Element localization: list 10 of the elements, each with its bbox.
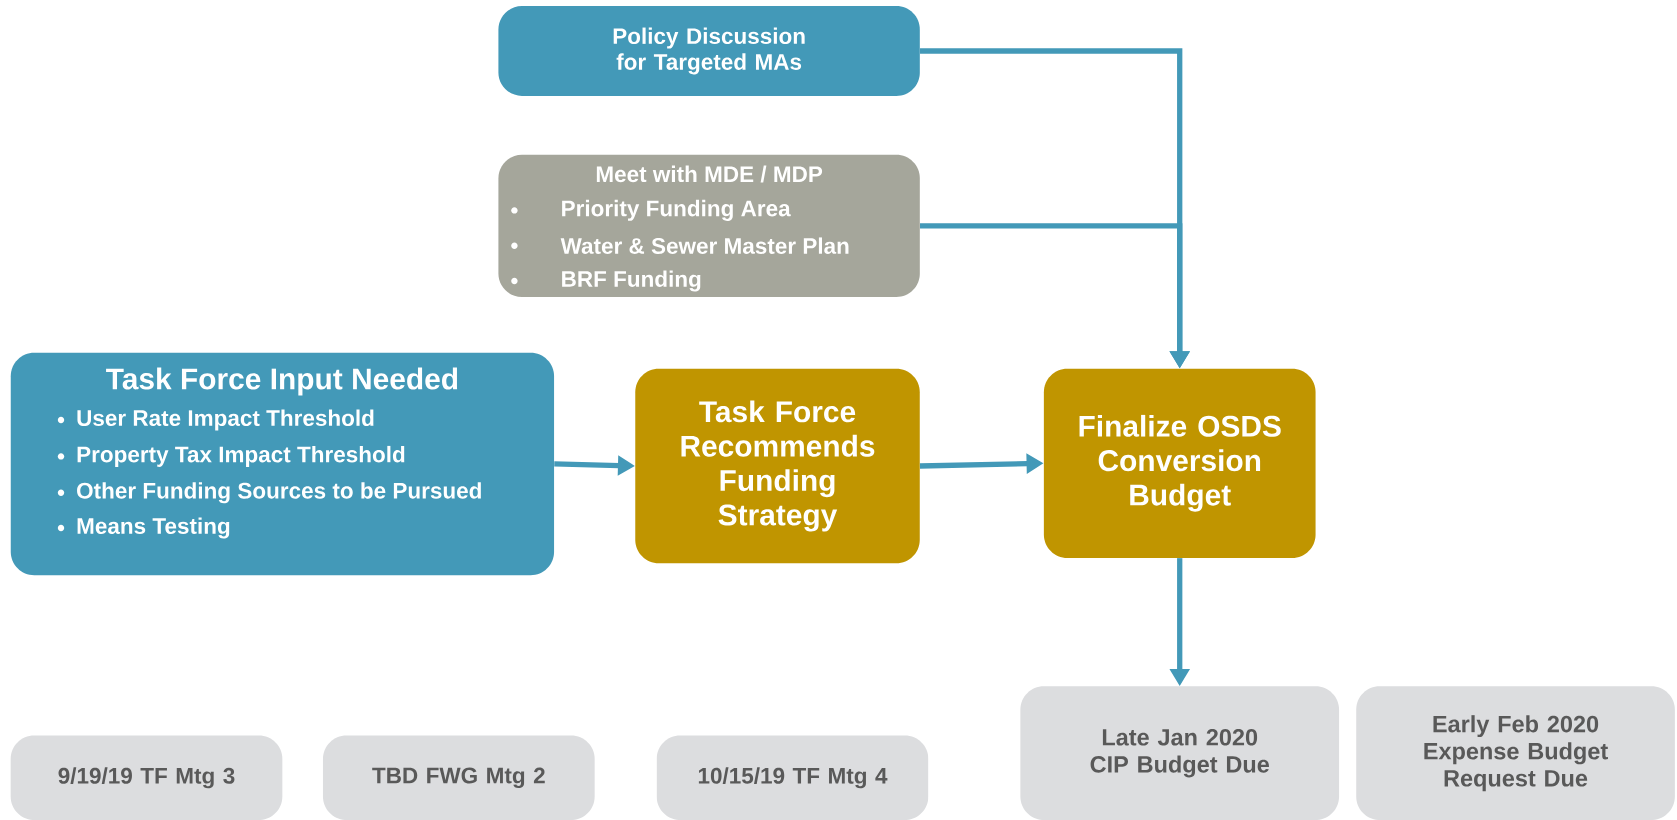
process-box: TBD FWG Mtg 2 bbox=[322, 735, 595, 820]
process-box: Late Jan 2020 CIP Budget Due bbox=[1020, 686, 1340, 820]
process-box: 10/15/19 TF Mtg 4 bbox=[656, 735, 929, 820]
process-box: 9/19/19 TF Mtg 3 bbox=[10, 735, 283, 820]
process-box: Task Force Recommends Funding Strategy bbox=[635, 368, 920, 564]
process-box: Meet with MDE / MDP Priority Funding Area Water & Sewer Master Plan BRF Funding bbox=[498, 154, 920, 297]
process-box: Finalize OSDS Conversion Budget bbox=[1043, 368, 1316, 558]
process-box: Early Feb 2020 Expense Budget Request Due bbox=[1356, 686, 1675, 820]
process-box: Task Force Input Needed User Rate Impact Threshold Property Tax Impact Threshold Other Funding Sources to be Pursued Means Testing bbox=[10, 352, 555, 576]
process-box: Policy Discussion for Targeted MAs bbox=[498, 6, 920, 96]
